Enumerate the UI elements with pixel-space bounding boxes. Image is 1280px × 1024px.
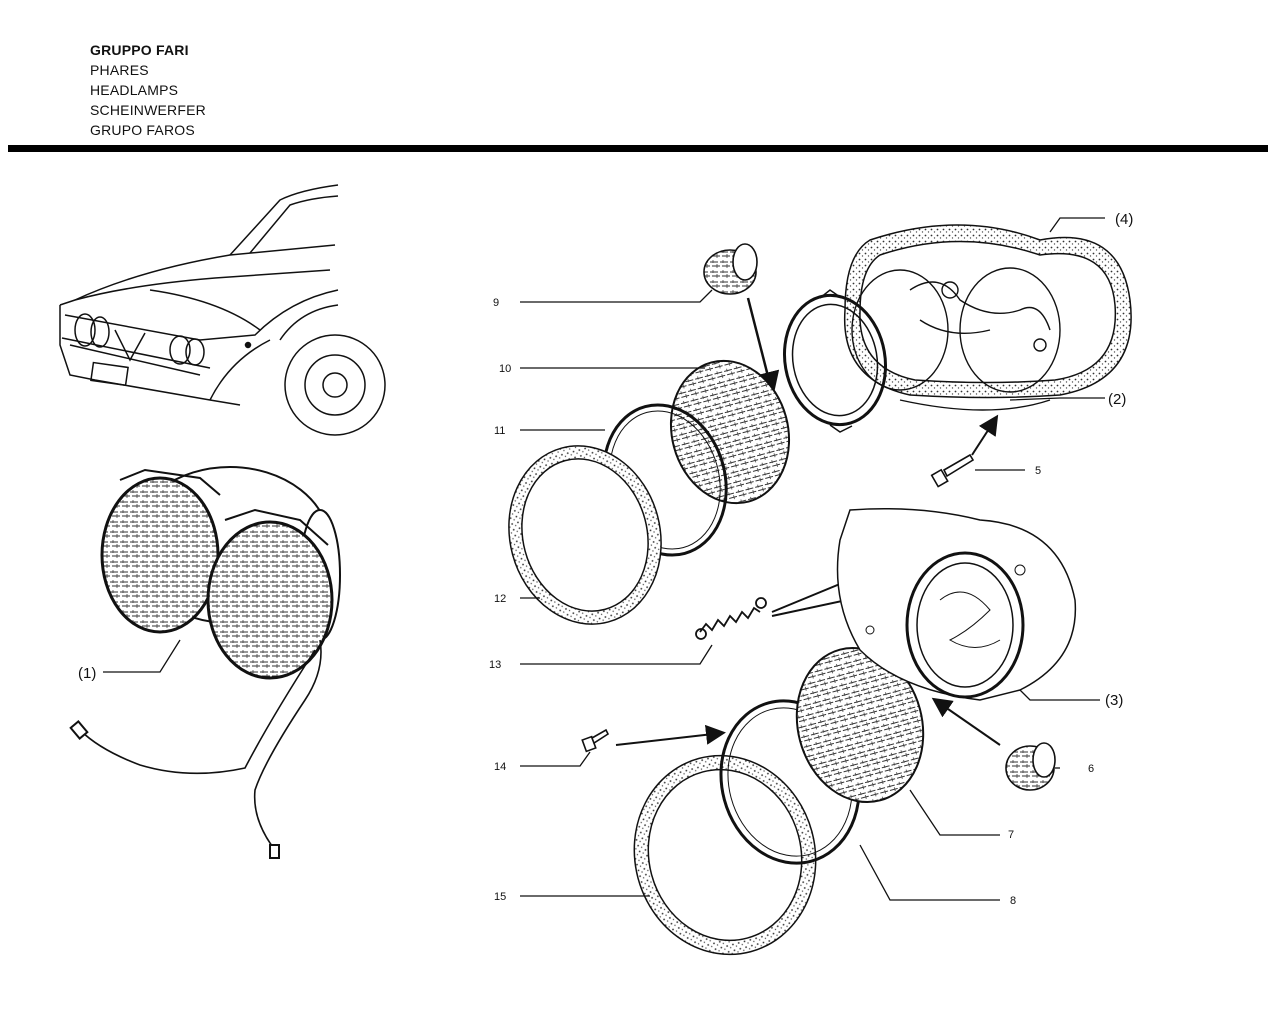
part-label-9: 9 — [493, 297, 499, 309]
part-9-bulb-socket — [703, 243, 758, 295]
arrow-5 — [971, 414, 999, 456]
title-german: SCHEINWERFER — [90, 102, 206, 118]
part-label-11: 11 — [494, 425, 505, 437]
part-7-lens — [795, 646, 925, 804]
callout-2: (2) — [1108, 391, 1126, 408]
twin-headlamp-assembly — [69, 466, 341, 859]
callout-1: (1) — [78, 665, 96, 682]
part-3-lower-mounting-plate — [836, 508, 1077, 701]
part-13-spring — [695, 597, 767, 640]
part-5-screw — [930, 453, 975, 488]
title-italian: GRUPPO FARI — [90, 42, 189, 58]
part-6-bulb-socket — [1005, 742, 1056, 791]
part-label-10: 10 — [499, 363, 511, 375]
arrow-6 — [931, 697, 1001, 746]
page-title-block: GRUPPO FARI PHARES HEADLAMPS SCHEINWERFE… — [90, 40, 206, 140]
callout-3: (3) — [1105, 692, 1123, 709]
callout-4: (4) — [1115, 211, 1133, 228]
car-front-illustration — [59, 184, 386, 436]
part-10-lens — [669, 359, 791, 505]
header-divider — [8, 145, 1268, 152]
title-spanish: GRUPO FAROS — [90, 122, 195, 138]
part-label-15: 15 — [494, 891, 506, 903]
part-12-gasket-ring — [508, 445, 662, 625]
part-2-mounting-plate — [851, 267, 1061, 411]
arrow-9 — [746, 297, 780, 397]
part-label-6: 6 — [1088, 763, 1094, 775]
part-label-5: 5 — [1035, 465, 1041, 477]
headlamp-housing-upper — [782, 289, 888, 433]
title-english: HEADLAMPS — [90, 82, 179, 98]
part-label-13: 13 — [489, 659, 501, 671]
part-label-14: 14 — [494, 761, 506, 773]
part-label-12: 12 — [494, 593, 506, 605]
part-15-gasket-ring — [633, 754, 817, 956]
part-4-plate-gasket — [843, 224, 1132, 399]
leader-lines — [103, 217, 1105, 901]
part-label-7: 7 — [1008, 829, 1014, 841]
title-french: PHARES — [90, 62, 149, 78]
part-label-8: 8 — [1010, 895, 1016, 907]
part-14-screw — [581, 728, 610, 753]
arrow-14 — [615, 724, 726, 746]
